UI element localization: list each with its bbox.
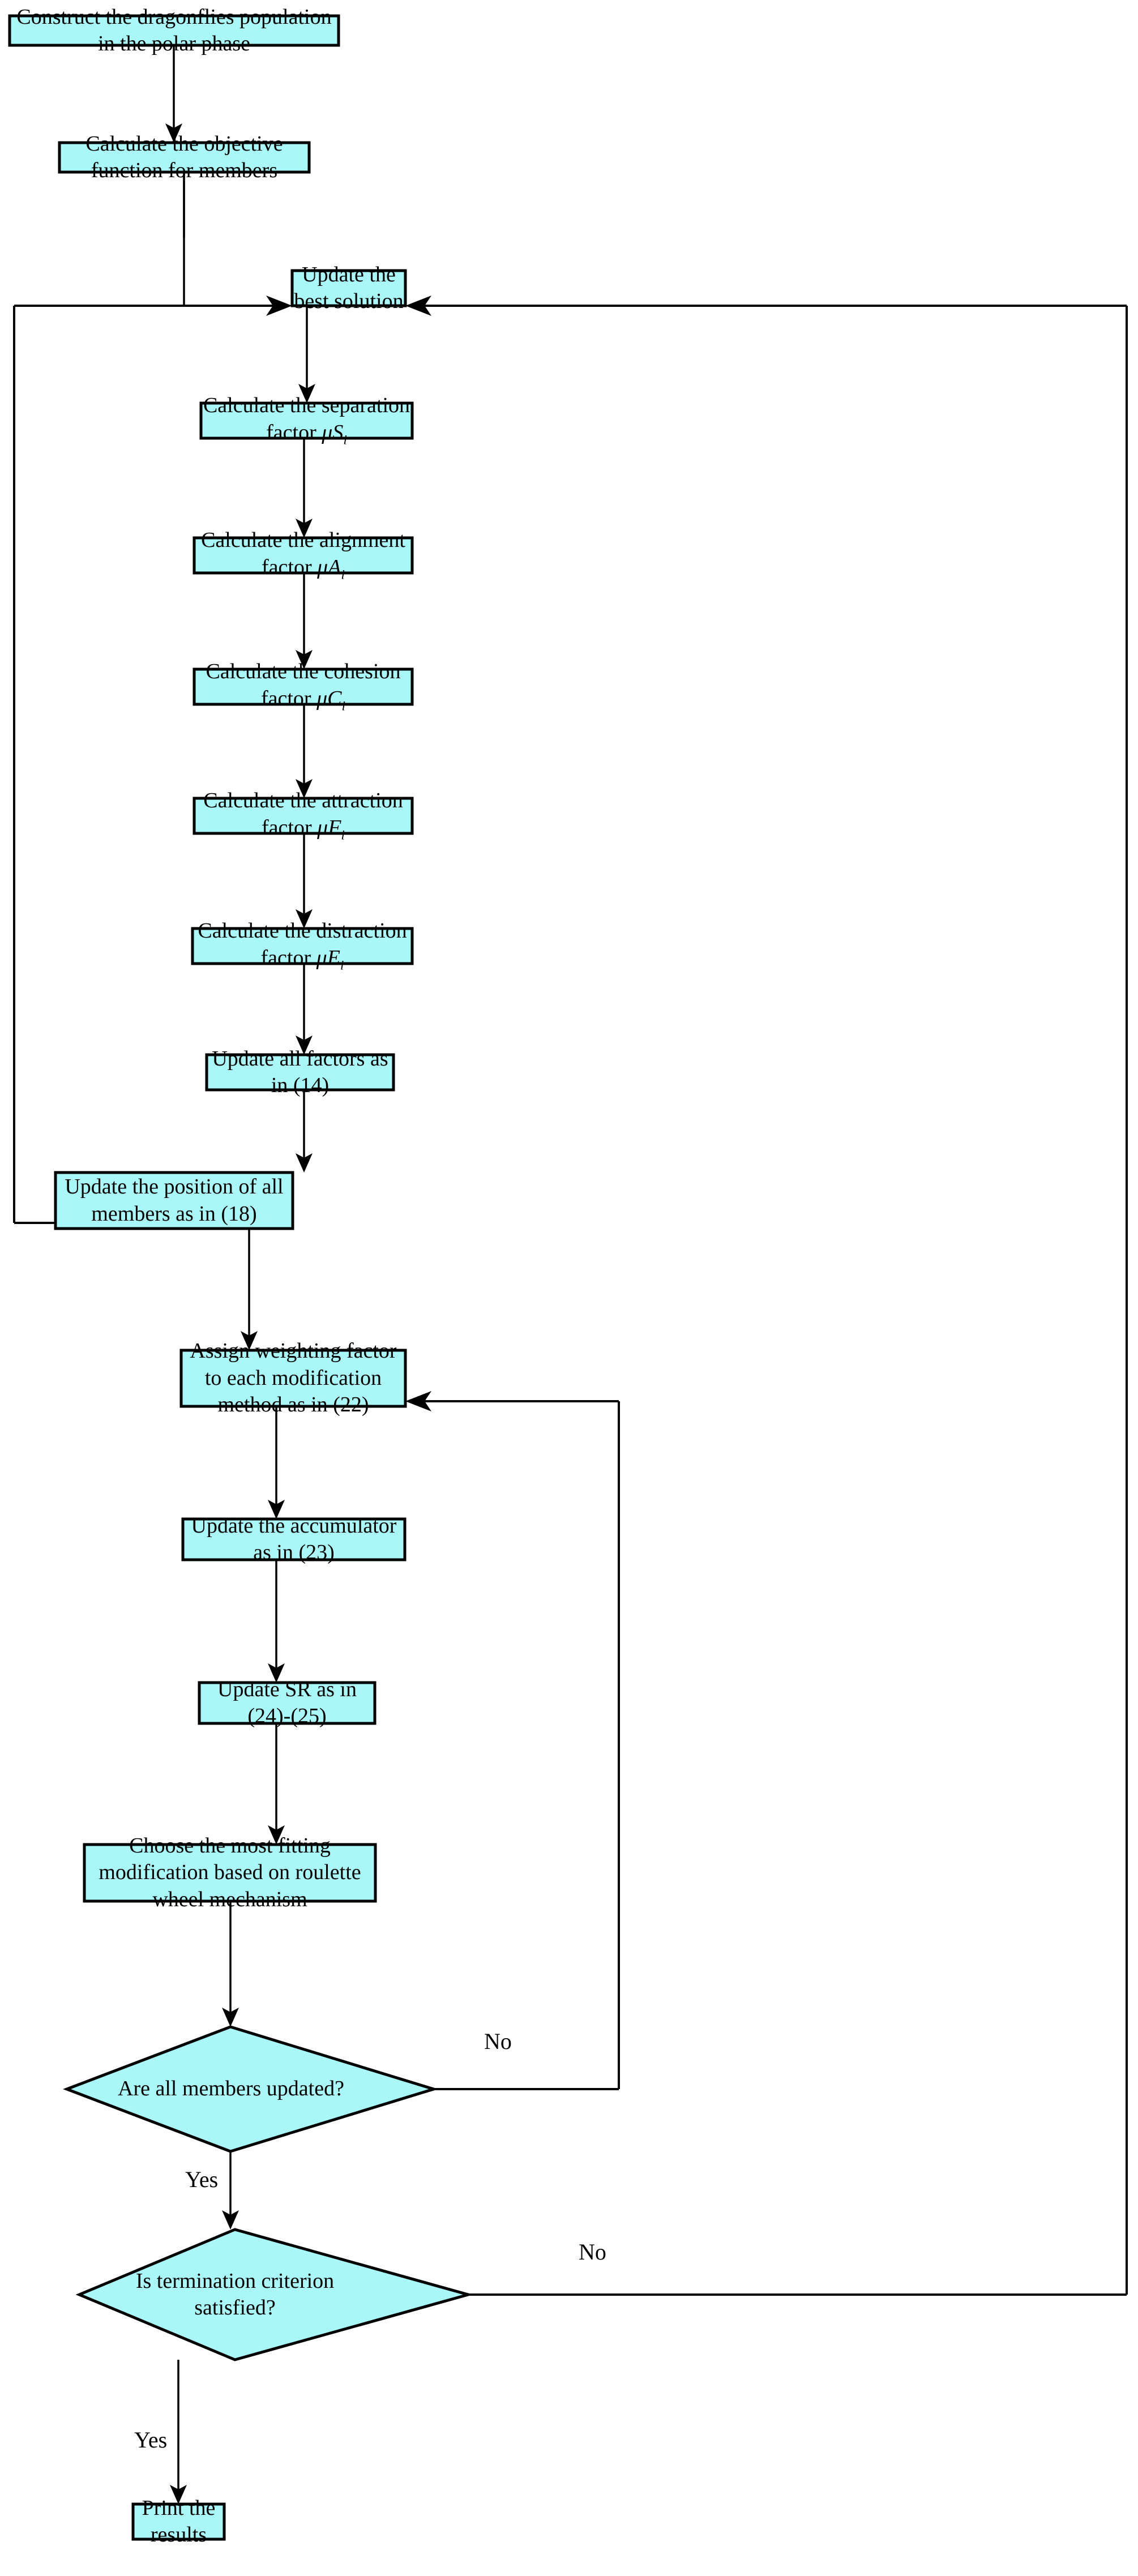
node-termination-shape[interactable] <box>75 2228 474 2361</box>
edge-choose-to-members <box>222 1901 239 2027</box>
edge-weighting-to-accumulator <box>268 1406 285 1519</box>
edge-distraction-to-allfactors <box>296 964 313 1055</box>
node-sr-shape[interactable] <box>198 1681 377 1725</box>
edge-construct-to-objective <box>165 45 182 143</box>
edge-position-to-weighting <box>241 1229 258 1350</box>
edge-best-to-separation <box>298 306 315 403</box>
edge-label-termination-yes: Yes <box>134 2427 168 2453</box>
edge-cohesion-to-attraction <box>296 704 313 798</box>
node-attraction-shape[interactable] <box>192 797 414 835</box>
edge-allfactors-to-position <box>296 1090 313 1173</box>
node-members-shape[interactable] <box>62 2025 439 2153</box>
edge-label-members-no: No <box>484 2029 512 2054</box>
edge-label-termination-no: No <box>579 2239 606 2265</box>
node-alignment-shape[interactable] <box>192 536 414 575</box>
edge-members-no-to-weighting <box>405 1391 620 2090</box>
edge-sr-to-choose <box>268 1723 285 1845</box>
edge-attraction-to-distraction <box>296 833 313 928</box>
node-allfactors-shape[interactable] <box>205 1053 395 1092</box>
edge-alignment-to-cohesion <box>296 573 313 669</box>
edge-accumulator-to-sr <box>268 1560 285 1683</box>
edge-right-feedback-to-best <box>405 296 1128 2296</box>
node-accumulator-shape[interactable] <box>181 1517 407 1561</box>
edge-label-members-yes: Yes <box>185 2167 219 2192</box>
node-construct-shape[interactable] <box>8 14 340 47</box>
node-separation-shape[interactable] <box>199 401 414 440</box>
edge-members-yes-to-termination <box>222 2151 239 2230</box>
node-objective-shape[interactable] <box>58 141 311 174</box>
edge-separation-to-alignment <box>296 438 313 538</box>
node-position-shape[interactable] <box>54 1171 294 1230</box>
edge-termination-yes-to-print <box>170 2360 187 2504</box>
node-cohesion-shape[interactable] <box>192 667 414 706</box>
node-print-shape[interactable] <box>131 2502 226 2541</box>
edge-left-feedback-loop <box>13 296 292 1224</box>
node-distraction-shape[interactable] <box>191 927 414 965</box>
node-choose-shape[interactable] <box>83 1843 377 1903</box>
node-best-shape[interactable] <box>290 269 407 307</box>
node-weighting-shape[interactable] <box>179 1349 407 1408</box>
